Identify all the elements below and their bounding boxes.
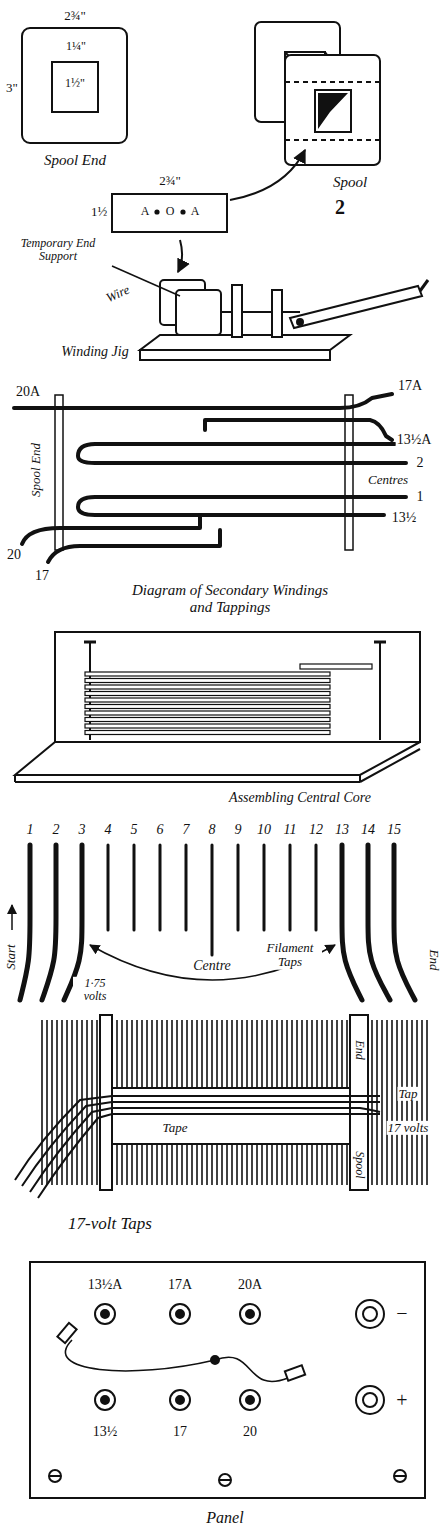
pointer-arrow [230, 150, 305, 200]
hole-mark: O [165, 205, 176, 218]
wire-number: 8 [208, 822, 217, 837]
wire-number: 11 [283, 822, 298, 837]
wire-note: Start [4, 943, 18, 970]
wire-number: 6 [156, 822, 165, 837]
tap-label: 17A [397, 378, 423, 393]
part-name: Centres [367, 473, 409, 487]
spool-drawing [255, 22, 380, 165]
dimension: 1½" [64, 77, 86, 90]
terminal-label: 13½A [87, 1277, 124, 1292]
terminal-label: 17A [167, 1277, 193, 1292]
wire-number: 1 [26, 822, 35, 837]
tap-label: 2 [416, 455, 425, 470]
wire-number: 7 [182, 822, 191, 837]
winding-jig [112, 266, 428, 360]
tap-label: 20A [15, 384, 41, 399]
figure-caption: Diagram of Secondary Windings and Tappin… [129, 582, 331, 615]
secondary-windings [14, 394, 406, 562]
figure-caption: Spool [332, 174, 368, 191]
tap-label: 1 [416, 489, 425, 504]
terminal-label: 20A [237, 1277, 263, 1292]
figure-caption: Winding Jig [60, 344, 129, 359]
wire-number: 5 [130, 822, 139, 837]
wire-number: 14 [360, 822, 376, 837]
wire-number: 9 [234, 822, 243, 837]
dimension: 1½ [90, 205, 108, 219]
temporary-end-support [112, 194, 227, 232]
pointer-arrow [178, 240, 182, 272]
part-name: Spool [352, 1150, 365, 1179]
tap-label: 17 [34, 568, 50, 583]
wire-note: End [427, 949, 441, 972]
lamination-stack [85, 664, 372, 735]
wire-number: 10 [256, 822, 272, 837]
figure-caption: 17-volt Taps [67, 1215, 153, 1234]
tap-label: 13½A [396, 432, 433, 447]
voltage-note: 17 volts [387, 1121, 430, 1135]
hole-mark: A [190, 205, 201, 218]
figure-caption: Assembling Central Core [228, 790, 372, 805]
dimension: 2¾" [63, 9, 87, 23]
wire-note: Centre [192, 958, 232, 973]
terminal-label: 20 [242, 1424, 258, 1439]
spool-end-plate [22, 28, 127, 143]
dimension: 3" [5, 81, 19, 95]
wire-number: 15 [386, 822, 402, 837]
winding-detail [15, 1015, 430, 1198]
figure-caption: Spool End [43, 152, 107, 169]
part-name: Temporary End Support [12, 237, 104, 263]
polarity-sign: − [395, 1302, 408, 1324]
part-name: Tape [162, 1121, 189, 1135]
figure-caption: Panel [205, 1509, 244, 1527]
tap-label: 20 [6, 547, 22, 562]
terminal-label: 13½ [92, 1424, 119, 1439]
voltage-note: 1·75 volts [73, 977, 117, 1003]
figure-number: 2 [334, 196, 346, 218]
wire-note: Filament Taps [258, 941, 322, 970]
terminal-panel [30, 1262, 425, 1498]
wire-number: 3 [78, 822, 87, 837]
wire-number: 12 [308, 822, 324, 837]
spool-end-hole [52, 62, 98, 112]
wire-number: 4 [104, 822, 113, 837]
dimension: 2¾" [158, 174, 182, 188]
polarity-sign: + [395, 1389, 408, 1411]
part-name: Spool End [29, 442, 43, 498]
wire-number: 2 [52, 822, 61, 837]
tap-label: 13½ [391, 510, 418, 525]
terminal-label: 17 [172, 1424, 188, 1439]
wire-number: 13 [334, 822, 350, 837]
wire-note: Tap [397, 1087, 418, 1101]
hole-mark: A [140, 205, 151, 218]
core-assembly-jig [15, 632, 420, 782]
part-name: Wire [103, 282, 133, 306]
dimension: 1¼" [65, 40, 87, 53]
part-name: End [352, 1039, 365, 1060]
